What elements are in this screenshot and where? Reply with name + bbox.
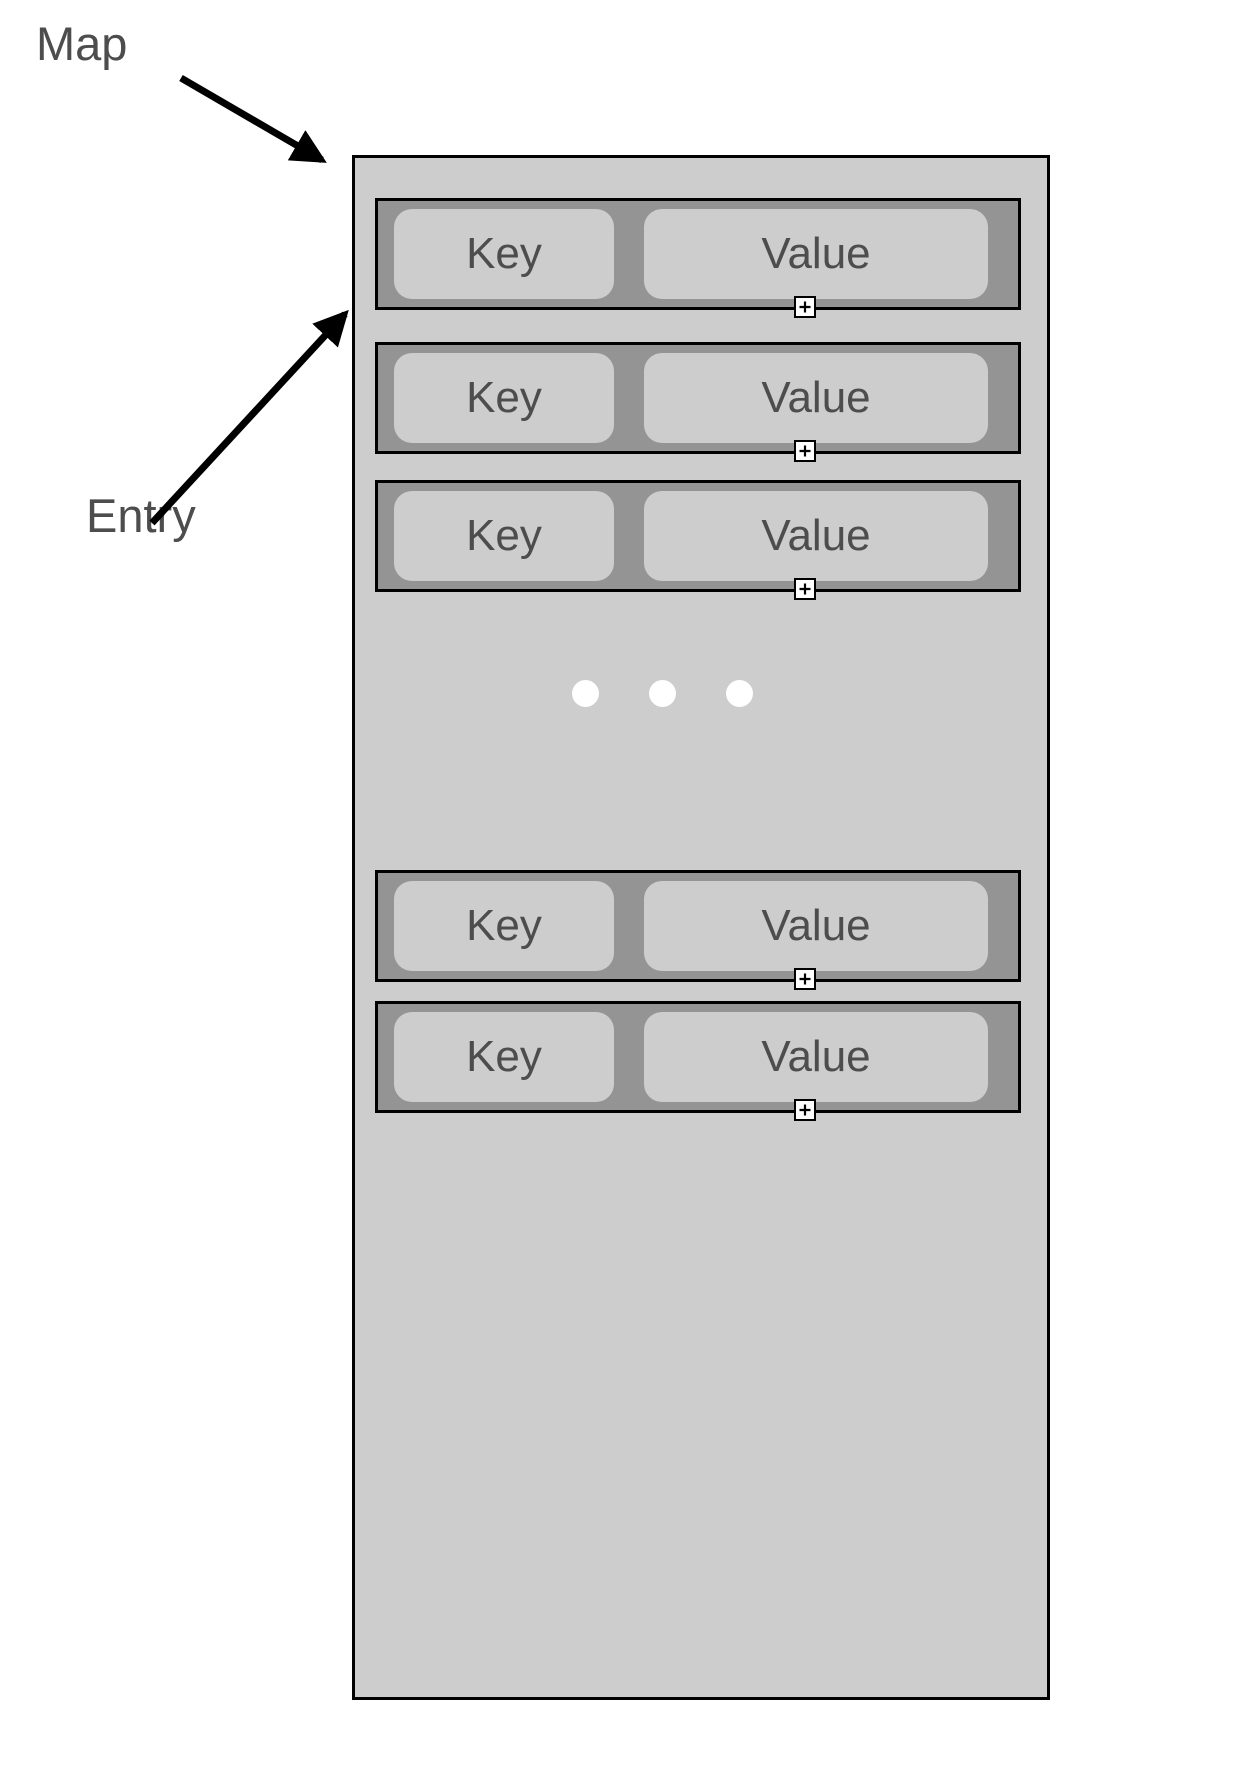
map-entry-row[interactable]: Key Value	[375, 342, 1021, 462]
expand-plus-icon[interactable]	[794, 1099, 816, 1121]
map-entry-row[interactable]: Key Value	[375, 1001, 1021, 1121]
map-callout-arrow	[179, 74, 327, 164]
ellipsis-dot	[572, 680, 599, 707]
map-entry-row[interactable]: Key Value	[375, 870, 1021, 990]
entry-key-cell[interactable]: Key	[394, 353, 614, 443]
entry-key-cell[interactable]: Key	[394, 491, 614, 581]
map-entry-row[interactable]: Key Value	[375, 480, 1021, 600]
expand-plus-icon[interactable]	[794, 578, 816, 600]
ellipsis-dot	[726, 680, 753, 707]
entry-key-cell[interactable]: Key	[394, 881, 614, 971]
entry-key-cell[interactable]: Key	[394, 1012, 614, 1102]
expand-plus-icon[interactable]	[794, 440, 816, 462]
expand-plus-icon[interactable]	[794, 296, 816, 318]
map-container: Key Value Key Value Key Value	[352, 155, 1050, 1700]
entry-callout-label: Entry	[86, 489, 196, 542]
three-dots-icon	[355, 680, 1053, 710]
map-callout-label: Map	[36, 17, 128, 70]
expand-plus-icon[interactable]	[794, 968, 816, 990]
entry-key-cell[interactable]: Key	[394, 209, 614, 299]
entry-value-cell[interactable]: Value	[644, 881, 988, 971]
entry-value-cell[interactable]: Value	[644, 1012, 988, 1102]
entry-value-cell[interactable]: Value	[644, 209, 988, 299]
ellipsis-dot	[649, 680, 676, 707]
entry-value-cell[interactable]: Value	[644, 491, 988, 581]
map-entry-row[interactable]: Key Value	[375, 198, 1021, 318]
entry-value-cell[interactable]: Value	[644, 353, 988, 443]
